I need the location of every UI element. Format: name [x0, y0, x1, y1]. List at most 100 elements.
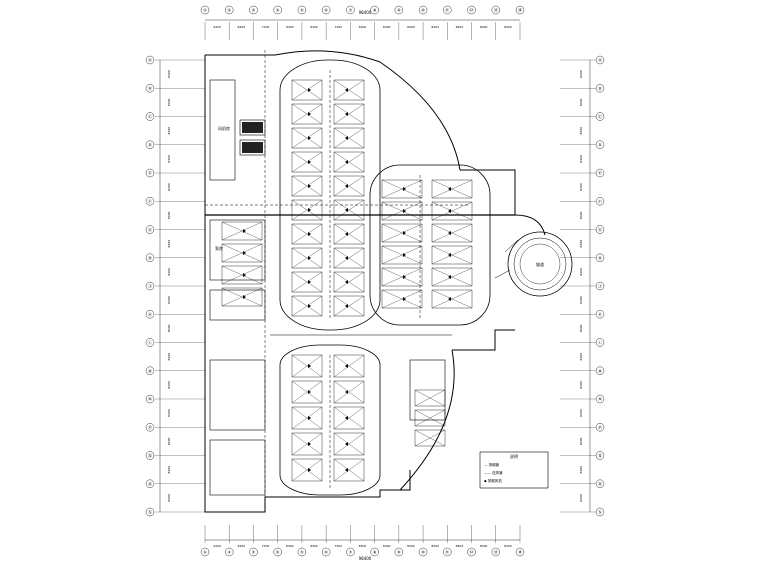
col-axis-bubble [467, 547, 476, 557]
overall-dim-bottom: 98400 [359, 556, 372, 561]
row-axis-label: Ⓗ [598, 254, 602, 260]
airflow-arrow [399, 275, 406, 279]
row-span-dim: 8400 [167, 409, 171, 417]
col-axis-bubble [321, 547, 331, 557]
col-axis-label: ⑬ [494, 549, 498, 555]
col-span-dim: 8400 [456, 544, 464, 548]
parking-bay [381, 179, 423, 199]
building-outline [204, 50, 546, 513]
row-span-dim: 8400 [579, 70, 583, 78]
col-axis-label: ⑤ [300, 8, 304, 13]
parking-bay [381, 245, 423, 265]
airflow-arrow [304, 112, 311, 116]
parking-bay [333, 295, 365, 317]
airflow-arrow [345, 304, 352, 308]
airflow-arrow [345, 280, 352, 284]
row-span-dim: 8400 [579, 98, 583, 106]
col-span-dim: 8400 [431, 25, 439, 29]
row-axis-label: Ⓓ [148, 141, 152, 147]
airflow-arrow [399, 209, 406, 213]
col-axis-bubble [346, 547, 355, 557]
col-axis-bubble [297, 547, 307, 557]
airflow-arrow [304, 416, 311, 420]
col-axis-label: ⑩ [421, 8, 425, 13]
col-axis-bubble [249, 5, 258, 15]
row-axis-label: Ⓚ [598, 311, 602, 317]
airflow-arrow [345, 390, 352, 394]
parking-bay [431, 289, 473, 309]
row-axis-label: Ⓡ [598, 480, 602, 486]
col-axis-label: ⑨ [397, 8, 401, 13]
col-span-dim: 8400 [238, 544, 246, 548]
circular-tower [494, 231, 573, 297]
row-axis-label: Ⓓ [598, 141, 602, 147]
airflow-arrow [345, 184, 352, 188]
airflow-arrow [345, 442, 352, 446]
airflow-arrow [345, 364, 352, 368]
parking-bay [291, 458, 323, 482]
col-axis-bubble [491, 5, 500, 15]
parking-bay [333, 354, 365, 378]
airflow-arrow [448, 297, 455, 301]
col-span-dim: 8400 [407, 25, 415, 29]
col-span-dim: 8400 [407, 544, 415, 548]
parking-bay [291, 247, 323, 269]
airflow-arrow [239, 273, 246, 277]
col-axis-label: ⑭ [518, 7, 522, 13]
equipment-blocks [242, 122, 263, 153]
row-span-dim: 8400 [579, 127, 583, 135]
col-axis-label: ⑦ [349, 8, 353, 13]
row-axis-label: Ⓔ [148, 170, 152, 176]
col-axis-label: ⑥ [324, 8, 328, 13]
row-axis-label: Ⓖ [598, 226, 602, 232]
row-axis-label: Ⓔ [598, 170, 602, 176]
row-axis-label: Ⓠ [598, 452, 602, 458]
parking-bay [221, 243, 263, 263]
parking-bay [291, 406, 323, 430]
parking-bay [291, 223, 323, 245]
parking-bay [291, 295, 323, 317]
row-axis-bubble [145, 479, 155, 488]
row-span-dim: 8400 [167, 98, 171, 106]
row-axis-label: Ⓗ [148, 254, 152, 260]
col-axis-label: ② [227, 8, 231, 13]
airflow-arrow [448, 275, 455, 279]
col-axis-bubble [491, 547, 500, 557]
legend-entry-3: ◆ 排烟风机 [484, 478, 502, 483]
row-axis-label: Ⓑ [148, 85, 152, 91]
row-span-dim: 8400 [167, 268, 171, 276]
col-axis-bubble [515, 547, 525, 557]
col-axis-bubble [418, 547, 428, 557]
col-axis-label: ⑪ [445, 549, 449, 555]
airflow-arrow [304, 256, 311, 260]
row-span-dim: 8400 [579, 494, 583, 502]
parking-bay [333, 223, 365, 245]
overall-dim-top: 98400 [359, 10, 372, 15]
col-axis-label: ④ [276, 550, 280, 555]
airflow-arrow [448, 187, 455, 191]
col-axis-bubble [443, 5, 452, 15]
row-span-dim: 8400 [167, 296, 171, 304]
parking-bay [291, 175, 323, 197]
col-axis-bubble [297, 5, 307, 15]
row-axis-label: Ⓢ [148, 509, 152, 515]
row-axis-bubble [145, 281, 155, 291]
row-span-dim: 8400 [579, 240, 583, 248]
col-span-dim: 8400 [480, 544, 488, 548]
row-axis-label: Ⓛ [148, 339, 152, 345]
airflow-arrow [448, 231, 455, 235]
col-axis-label: ⑩ [421, 550, 425, 555]
row-span-dim: 8400 [579, 211, 583, 219]
parking-bay [333, 458, 365, 482]
row-axis-label: Ⓐ [598, 57, 602, 63]
col-axis-label: ① [203, 8, 207, 13]
row-span-dim: 8400 [579, 296, 583, 304]
col-axis-label: ⑥ [324, 550, 328, 555]
row-axis-label: Ⓜ [598, 367, 602, 373]
col-axis-bubble [346, 5, 355, 15]
parking-bay [333, 175, 365, 197]
row-axis-label: Ⓕ [598, 198, 602, 204]
parking-bay [414, 429, 446, 447]
legend-entry-2: —— 送风管 [484, 470, 503, 475]
col-axis-label: ⑫ [470, 549, 474, 555]
